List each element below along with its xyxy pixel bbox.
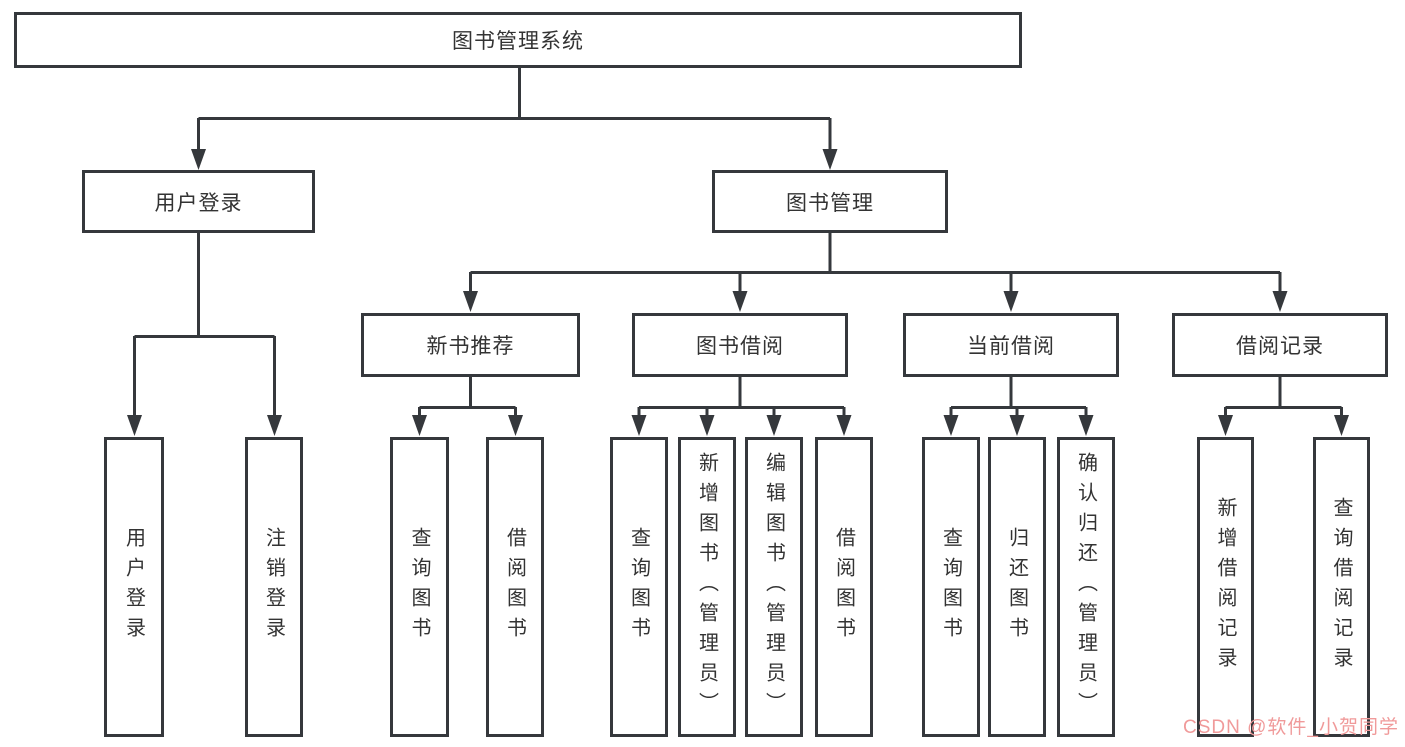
leaf-borrow-book-recommend: 借阅图书 xyxy=(486,437,544,737)
node-book-borrowing: 图书借阅 xyxy=(632,313,848,377)
leaf-user-login: 用户登录 xyxy=(104,437,164,737)
node-library-system: 图书管理系统 xyxy=(14,12,1022,68)
leaf-query-books-recommend: 查询图书 xyxy=(390,437,449,737)
leaf-add-book-admin: 新增图书（管理员） xyxy=(678,437,736,737)
node-current-borrowing: 当前借阅 xyxy=(903,313,1119,377)
node-new-book-recommend: 新书推荐 xyxy=(361,313,580,377)
node-user-login: 用户登录 xyxy=(82,170,315,233)
leaf-confirm-return-admin: 确认归还（管理员） xyxy=(1057,437,1115,737)
leaf-logout: 注销登录 xyxy=(245,437,303,737)
leaf-borrow-book: 借阅图书 xyxy=(815,437,873,737)
leaf-edit-book-admin: 编辑图书（管理员） xyxy=(745,437,803,737)
node-borrow-records: 借阅记录 xyxy=(1172,313,1388,377)
leaf-query-borrow-record: 查询借阅记录 xyxy=(1313,437,1370,737)
leaf-return-book: 归还图书 xyxy=(988,437,1046,737)
leaf-add-borrow-record: 新增借阅记录 xyxy=(1197,437,1254,737)
watermark: CSDN @软件_小贺同学 xyxy=(1183,717,1399,738)
leaf-query-books-borrowing: 查询图书 xyxy=(610,437,668,737)
leaf-query-books-current: 查询图书 xyxy=(922,437,980,737)
node-book-management: 图书管理 xyxy=(712,170,948,233)
